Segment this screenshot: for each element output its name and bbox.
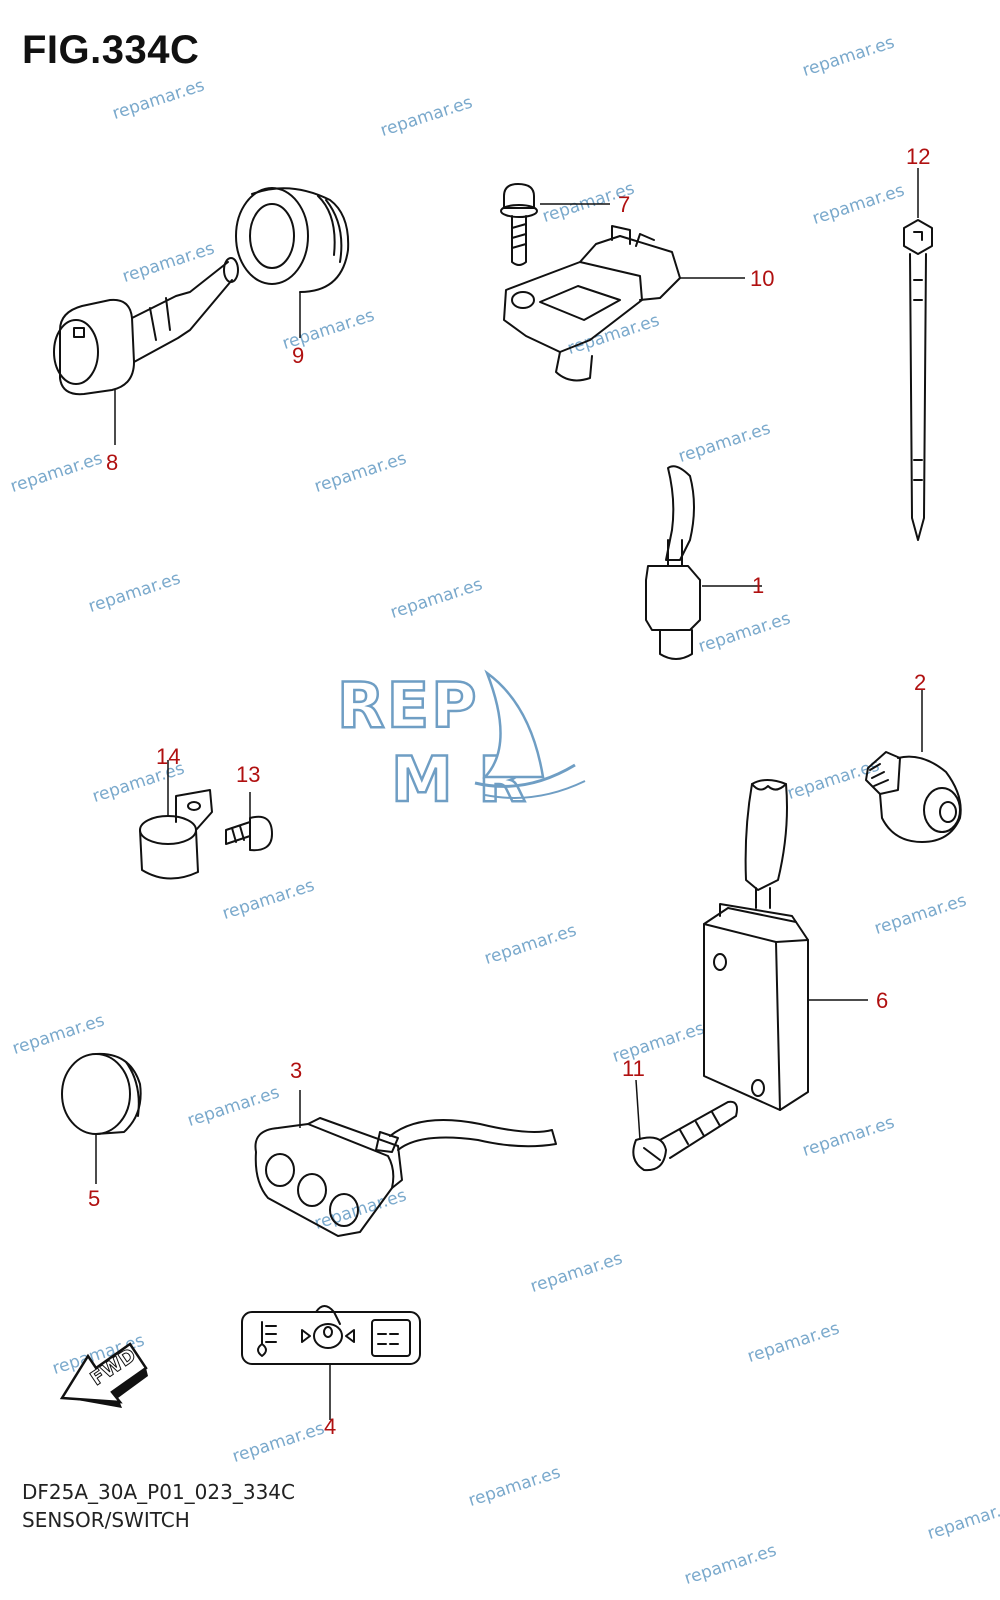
- callout-3: 3: [290, 1058, 303, 1083]
- part-5-plug: [61, 1052, 142, 1184]
- callout-10: 10: [750, 266, 775, 291]
- callout-13: 13: [236, 762, 261, 787]
- callout-1: 1: [752, 573, 765, 598]
- logo-line1: REP: [337, 669, 479, 742]
- part-6-switch-block: [703, 779, 868, 1111]
- callout-5: 5: [88, 1186, 101, 1211]
- callout-12: 12: [906, 144, 931, 169]
- callout-7: 7: [618, 192, 631, 217]
- part-4-label-decal: [241, 1305, 421, 1420]
- part-11-screw: [632, 1079, 738, 1172]
- part-9-grommet: [235, 187, 350, 338]
- callout-14: 14: [156, 744, 181, 769]
- fwd-arrow-icon: FWD: [59, 1342, 148, 1408]
- part-3-indicator-lamp: [254, 1090, 557, 1237]
- callout-2: 2: [914, 670, 927, 695]
- part-13-bolt: [225, 792, 273, 852]
- part-8-sensor-connector: [53, 257, 239, 445]
- part-2-knock-sensor: [865, 690, 962, 843]
- callout-4: 4: [324, 1414, 337, 1439]
- callout-9: 9: [292, 343, 305, 368]
- part-1-pressure-switch: [645, 465, 762, 660]
- part-12-cable-tie: [903, 168, 933, 541]
- callout-11: 11: [622, 1056, 645, 1081]
- drawing-reference-code: DF25A_30A_P01_023_334C: [22, 1480, 295, 1504]
- part-7-bolt: [500, 183, 610, 266]
- figure-title: FIG.334C: [22, 28, 200, 72]
- part-10-pressure-sensor: [503, 225, 745, 382]
- repamar-logo: REP M R: [336, 668, 586, 810]
- callout-6: 6: [876, 988, 889, 1013]
- figure-caption: SENSOR/SWITCH: [22, 1508, 190, 1532]
- callout-8: 8: [106, 450, 119, 475]
- part-14-clamp: [139, 760, 213, 880]
